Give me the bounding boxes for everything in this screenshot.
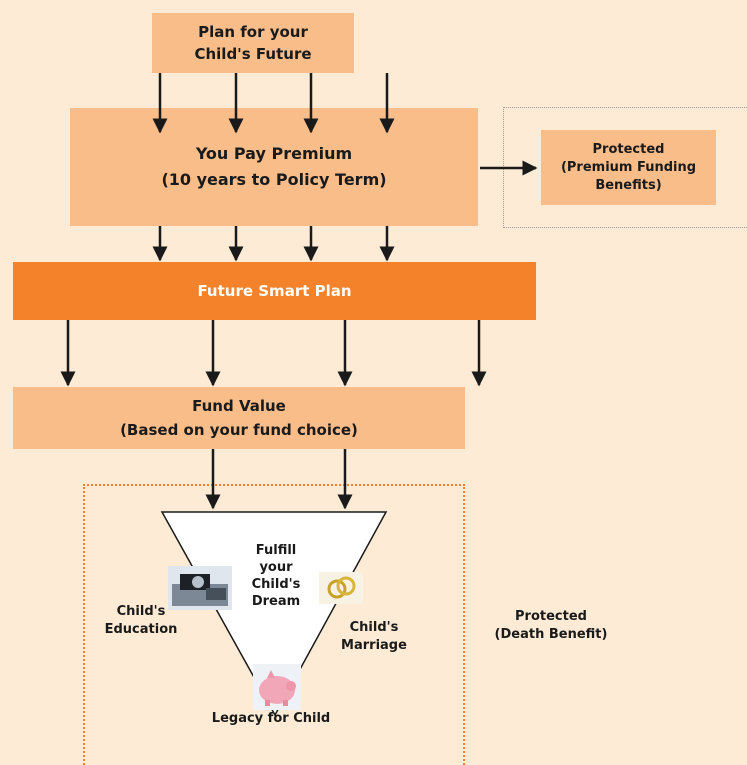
premium-funding-benefit-box: Protected (Premium Funding Benefits) — [541, 130, 716, 205]
wedding-rings-photo-icon — [319, 572, 363, 604]
death-benefit-dotted-frame — [83, 484, 465, 765]
childs-education-label: Child's Education — [104, 604, 178, 637]
plan-future-box: Plan for your Child's Future — [152, 13, 354, 73]
future-smart-plan-box: Future Smart Plan — [13, 262, 536, 320]
legacy-for-child-label: Legacy for Child — [211, 711, 331, 726]
dream-triangle — [160, 511, 388, 717]
premium-box: You Pay Premium (10 years to Policy Term… — [70, 108, 478, 226]
death-benefit-label: Protected (Death Benefit) — [494, 609, 608, 642]
education-photo-icon — [168, 566, 232, 610]
piggy-bank-photo-icon — [253, 664, 301, 710]
fulfill-dream-label: Fulfill your Child's Dream — [251, 543, 301, 609]
childs-marriage-label: Child's Marriage — [341, 620, 407, 653]
fund-value-box: Fund Value (Based on your fund choice) — [13, 387, 465, 449]
